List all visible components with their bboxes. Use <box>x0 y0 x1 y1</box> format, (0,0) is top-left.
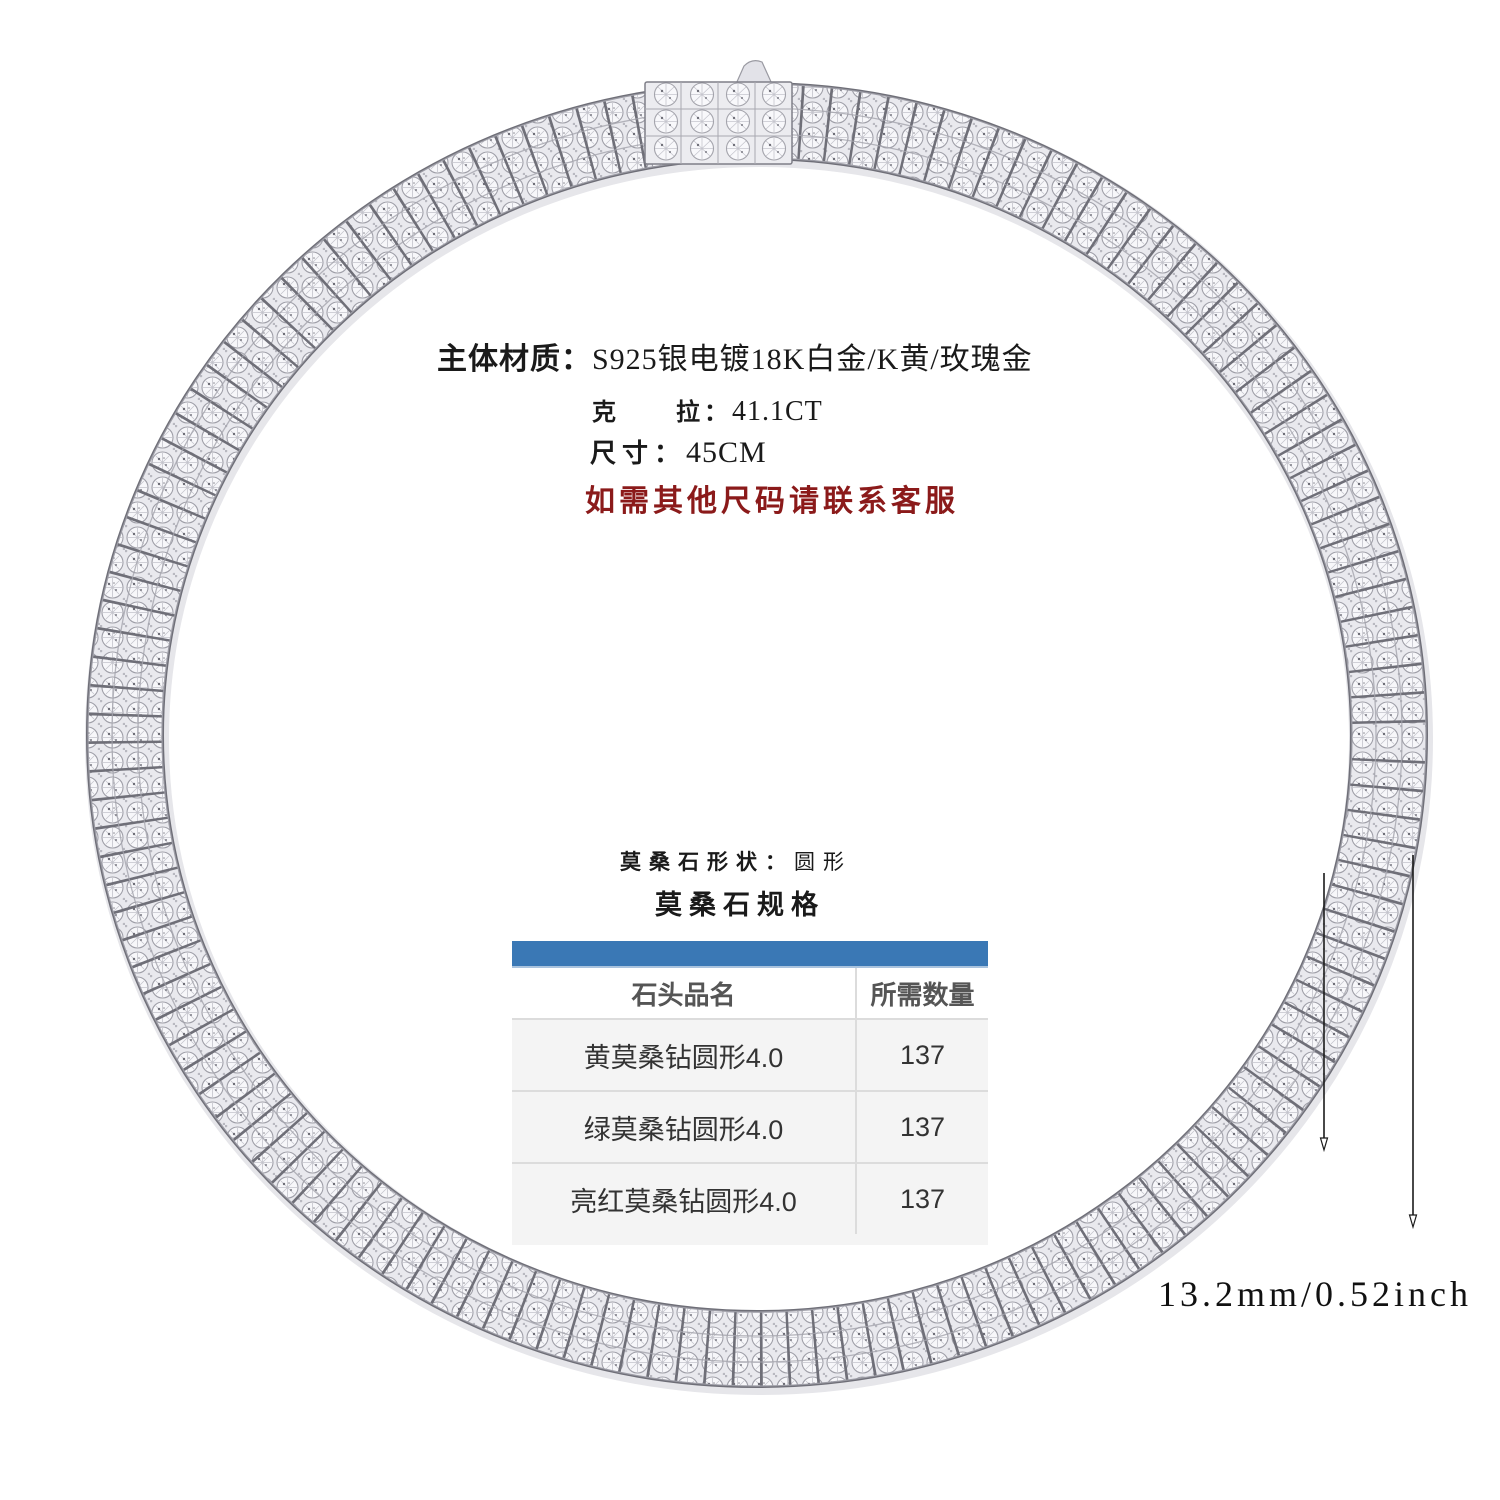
quantity-cell: 137 <box>899 1111 946 1142</box>
size-label: 尺寸： <box>590 439 687 469</box>
contact-notice: 如需其他尺码请联系客服 <box>585 484 959 519</box>
table-row: 绿莫桑钻圆形4.0 137 <box>512 1092 988 1164</box>
stone-name-cell: 亮红莫桑钻圆形4.0 <box>512 1164 857 1234</box>
stone-shape-spec: 莫桑石形状：圆形 <box>620 849 852 875</box>
stone-shape-label: 莫桑石形状： <box>620 849 794 874</box>
table-row: 黄莫桑钻圆形4.0 137 <box>512 1020 988 1092</box>
dimension-arrow-icon <box>1408 855 1418 1230</box>
column-header-quantity: 所需数量 <box>870 979 975 1010</box>
size-value: 45CM <box>686 436 767 469</box>
quantity-cell: 137 <box>899 1039 946 1070</box>
table-header-row: 石头品名 所需数量 <box>512 968 988 1020</box>
table-header-bar <box>512 941 988 968</box>
size-spec: 尺寸：45CM <box>590 436 767 470</box>
stone-name-cell: 绿莫桑钻圆形4.0 <box>512 1092 857 1162</box>
carat-value: 41.1CT <box>732 396 823 427</box>
carat-label: 克 拉： <box>592 397 732 426</box>
dimension-arrow-icon <box>1319 873 1329 1153</box>
material-label: 主体材质： <box>437 342 592 377</box>
material-spec: 主体材质：S925银电镀18K白金/K黄/玫瑰金 <box>437 344 1033 376</box>
stone-name-cell: 黄莫桑钻圆形4.0 <box>512 1020 857 1090</box>
table-row: 亮红莫桑钻圆形4.0 137 <box>512 1164 988 1234</box>
stone-spec-table: 石头品名 所需数量 黄莫桑钻圆形4.0 137 绿莫桑钻圆形4.0 137 亮红… <box>512 941 988 1245</box>
width-dimension-label: 13.2mm/0.52inch <box>1158 1274 1472 1314</box>
column-header-stone-name: 石头品名 <box>512 968 857 1018</box>
material-value: S925银电镀18K白金/K黄/玫瑰金 <box>592 343 1033 376</box>
quantity-cell: 137 <box>899 1183 946 1214</box>
table-title: 莫桑石规格 <box>655 890 825 921</box>
clasp <box>644 60 793 165</box>
stone-shape-value: 圆形 <box>794 850 852 874</box>
carat-spec: 克 拉：41.1CT <box>592 398 823 426</box>
table-footer <box>512 1234 988 1245</box>
